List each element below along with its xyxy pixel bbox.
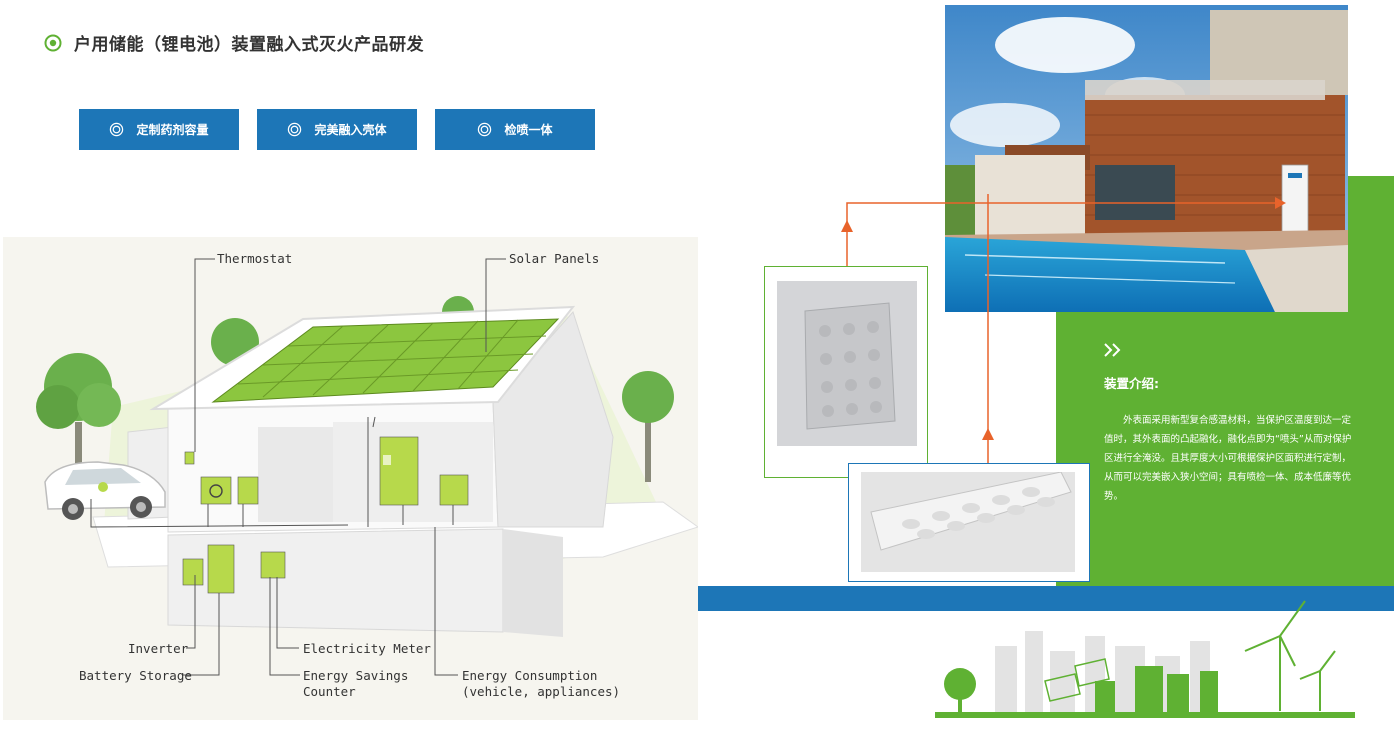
arrow-right-icon — [1275, 197, 1286, 209]
ring-icon — [478, 122, 492, 137]
feature-label: 完美融入壳体 — [314, 123, 387, 137]
target-icon — [44, 34, 62, 51]
refrigerator-icon — [379, 436, 419, 506]
car-icon — [44, 461, 166, 520]
label-thermostat: Thermostat — [217, 251, 293, 266]
wind-turbine-icon — [1244, 600, 1336, 711]
intro-heading: 装置介绍: — [1104, 376, 1159, 391]
tree-icon — [944, 668, 976, 700]
label-energy-savings-line2: Counter — [303, 684, 356, 699]
villa-illustration — [945, 5, 1348, 312]
label-energy-consumption-line1: Energy Consumption — [462, 668, 598, 683]
inverter-icon — [182, 558, 204, 586]
label-battery-storage: Battery Storage — [79, 668, 192, 683]
arrow-up-icon — [841, 220, 853, 232]
label-electricity-meter: Electricity Meter — [303, 641, 431, 656]
ring-icon — [110, 122, 124, 137]
intro-description: 外表面采用新型复合感温材料，当保护区温度到达一定值时，其外表面的凸起融化，融化点… — [1104, 415, 1352, 502]
tree-icon — [622, 371, 674, 482]
page-header: 户用储能（锂电池）装置融入式灭火产品研发 — [44, 30, 424, 55]
battery-icon — [207, 544, 235, 594]
label-energy-consumption-line2: (vehicle, appliances) — [462, 684, 621, 699]
extinguishing-panel-image — [777, 281, 917, 446]
label-solar-panels: Solar Panels — [509, 251, 600, 266]
meter-icon — [260, 551, 286, 579]
label-energy-savings-line1: Energy Savings — [303, 668, 409, 683]
footer-bar — [698, 586, 1394, 611]
double-chevron-right-icon — [1104, 343, 1121, 357]
feature-label: 定制药剂容量 — [136, 123, 209, 137]
feature-label: 检喷一体 — [504, 123, 553, 137]
thermostat-icon — [184, 451, 195, 465]
green-city-skyline — [935, 600, 1355, 718]
ring-icon — [288, 122, 302, 137]
solar-array-icon — [1044, 658, 1110, 702]
extinguishing-sheet-image — [861, 472, 1075, 572]
tree-icon — [36, 353, 121, 502]
page-title: 户用储能（锂电池）装置融入式灭火产品研发 — [74, 35, 424, 55]
label-inverter: Inverter — [128, 641, 189, 656]
feature-button-integration[interactable]: 完美融入壳体 — [257, 109, 417, 150]
arrow-up-icon — [982, 428, 994, 440]
feature-button-capacity[interactable]: 定制药剂容量 — [79, 109, 239, 150]
feature-button-detect-spray[interactable]: 检喷一体 — [435, 109, 595, 150]
house-illustration — [36, 258, 698, 676]
home-energy-diagram: Thermostat Solar Panels Inverter Battery… — [3, 237, 698, 720]
villa-pool-photo — [945, 5, 1348, 312]
product-sheet-frame — [848, 463, 1090, 582]
product-panel-frame — [764, 266, 928, 478]
